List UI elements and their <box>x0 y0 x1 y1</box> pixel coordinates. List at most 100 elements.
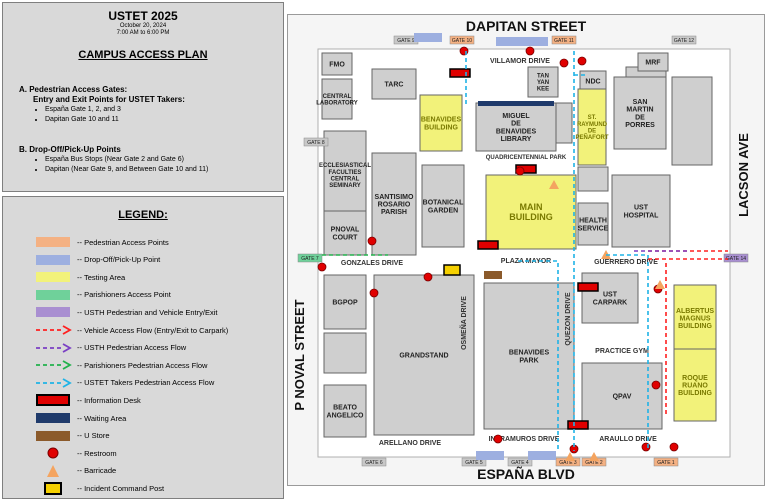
gate-marker <box>507 457 533 467</box>
legend-symbol-rect-icon <box>33 429 73 443</box>
building-block <box>577 166 609 192</box>
legend-label: -- Information Desk <box>77 395 141 405</box>
gate-label: GATE 9 <box>397 38 415 44</box>
legend-symbol-rect-icon <box>33 253 73 267</box>
legend-label: -- Parishioners Access Point <box>77 290 171 300</box>
legend-item: -- Testing Area <box>33 270 125 284</box>
gate-marker <box>671 35 697 45</box>
barricade-icon <box>589 452 599 461</box>
event-title: USTET 2025 <box>108 9 178 23</box>
road-label: QUADRICENTENNIAL PARK <box>486 155 567 161</box>
restroom-icon <box>515 166 525 176</box>
legend-symbol-rect-icon <box>33 270 73 284</box>
dropoff-point <box>528 451 556 460</box>
road-label: PRACTICE GYM <box>595 348 649 355</box>
legend-symbol-arrow-icon <box>33 376 73 390</box>
gate-marker <box>723 253 749 263</box>
gate-label: GATE 14 <box>726 256 746 262</box>
gate-label: GATE 8 <box>307 140 325 146</box>
legend-symbol-rect-icon <box>33 305 73 319</box>
building-0 <box>321 52 353 76</box>
street-label-west: P NOVAL STREET <box>292 299 307 410</box>
incident-command-post-icon <box>443 264 461 276</box>
ustet-flow-arrow <box>606 254 649 451</box>
legend-item: -- Information Desk <box>33 393 141 407</box>
street-label-south: ESPAÑA BLVD <box>477 465 575 482</box>
legend-symbol-tri-icon <box>33 464 73 478</box>
building-15 <box>611 174 671 248</box>
section-title: A. Pedestrian Access Gates: <box>19 85 128 94</box>
building-14 <box>577 202 609 246</box>
barricade-icon <box>655 280 665 289</box>
gate-label: GATE 7 <box>301 256 319 262</box>
legend-label: -- Parishioners Pedestrian Access Flow <box>77 360 208 370</box>
building-9 <box>613 76 667 150</box>
legend-panel: LEGEND: -- Pedestrian Access Points-- Dr… <box>2 196 284 499</box>
u-store <box>484 271 502 279</box>
restroom-icon <box>651 380 661 390</box>
dropoff-point <box>520 37 548 46</box>
legend-symbol-arrow-icon <box>33 358 73 372</box>
gate-marker <box>461 457 487 467</box>
info-desk-icon <box>477 240 499 250</box>
gate-label: GATE 1 <box>657 460 675 466</box>
legend-label: -- Vehicle Access Flow (Entry/Exit to Ca… <box>77 325 229 335</box>
building-12 <box>421 164 465 248</box>
building-label: QPAV <box>613 393 632 400</box>
info-desk-icon <box>577 282 599 292</box>
building-4 <box>475 102 557 152</box>
street-label-north: DAPITAN STREET <box>466 18 587 34</box>
dropoff-point <box>414 33 442 42</box>
restroom-icon <box>367 236 377 246</box>
gate-label: GATE 6 <box>365 460 383 466</box>
building-13 <box>485 174 577 250</box>
legend-item: -- USTH Pedestrian Access Flow <box>33 341 186 355</box>
legend-label: -- Barricade <box>77 466 117 476</box>
legend-symbol-dot-icon <box>33 446 73 460</box>
legend-symbol-arrow-icon <box>33 341 73 355</box>
legend-item: -- Restroom <box>33 446 117 460</box>
section-subtitle: Entry and Exit Points for USTET Takers: <box>33 95 185 104</box>
legend-label: -- Drop-Off/Pick-Up Point <box>77 255 161 265</box>
building-19 <box>483 282 575 430</box>
road-label: VILLAMOR DRIVE <box>490 58 550 65</box>
barricade-icon <box>549 180 559 189</box>
building-22 <box>673 348 717 422</box>
road-label: QUEZON DRIVE <box>565 292 572 346</box>
info-desk-icon <box>515 164 537 174</box>
section-item: España Gate 1, 2, and 3 <box>45 105 185 115</box>
section-item: Dapitan (Near Gate 9, and Between Gate 1… <box>45 165 208 175</box>
restroom-icon <box>525 46 535 56</box>
building-label: NDC <box>585 78 600 85</box>
restroom-icon <box>559 58 569 68</box>
building-1 <box>321 78 353 120</box>
building-label: GRANDSTAND <box>399 352 448 359</box>
legend-symbol-rect-icon <box>33 411 73 425</box>
restroom-icon <box>669 442 679 452</box>
legend-item: -- Waiting Area <box>33 411 126 425</box>
building-8 <box>577 88 607 166</box>
section-item: España Bus Stops (Near Gate 2 and Gate 6… <box>45 155 208 165</box>
road-label: INTRAMUROS DRIVE <box>489 436 560 443</box>
building-5 <box>527 66 559 98</box>
event-date: October 20, 2024 <box>119 23 167 29</box>
legend-symbol-arrow-icon <box>33 323 73 337</box>
legend-title: LEGEND: <box>118 209 168 221</box>
legend-item: -- Barricade <box>33 464 116 478</box>
legend-item: -- Vehicle Access Flow (Entry/Exit to Ca… <box>33 323 228 337</box>
gate-label: GATE 12 <box>674 38 694 44</box>
left-panel: USTET 2025 October 20, 2024 7:00 AM to 6… <box>2 2 284 499</box>
section-title: B. Drop-Off/Pick-Up Points <box>19 145 121 154</box>
legend-item: -- Parishioners Access Point <box>33 288 171 302</box>
